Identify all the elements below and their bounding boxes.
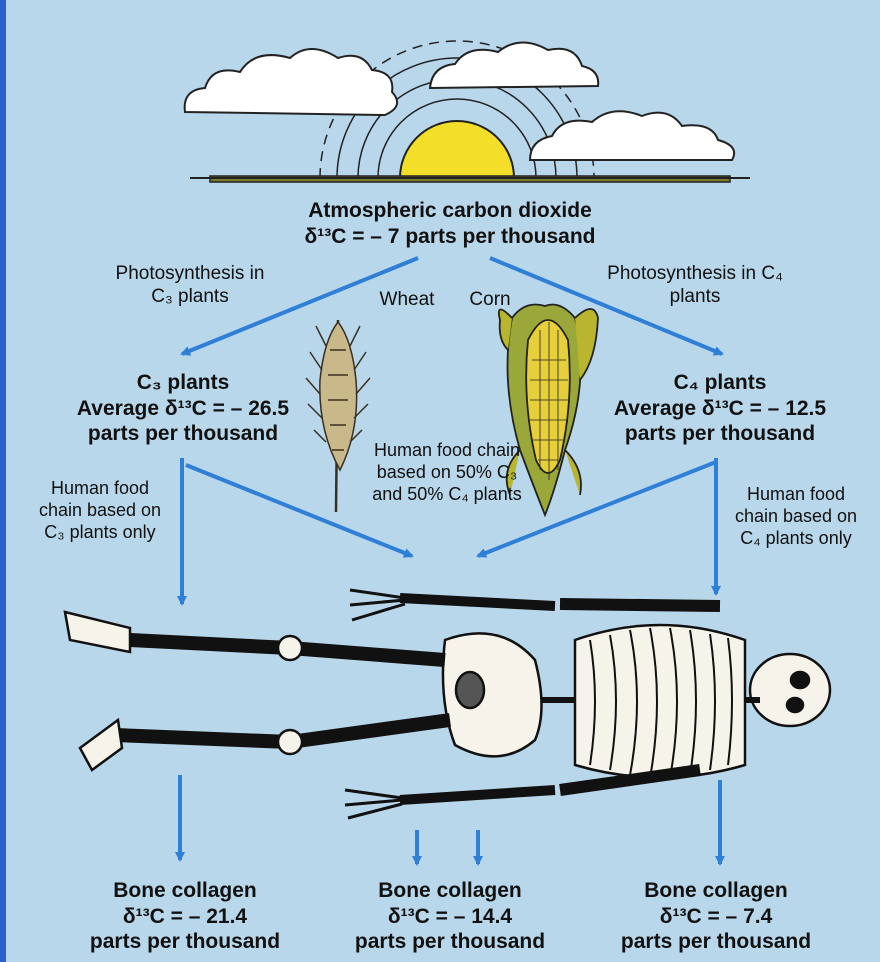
collagen-c3-unit: parts per thousand xyxy=(65,929,305,955)
horizon-ground xyxy=(190,176,750,182)
photosynthesis-c4-label: Photosynthesis in C₄ plants xyxy=(600,262,790,308)
collagen-c3-value: δ¹³C = – 21.4 xyxy=(65,904,305,930)
sunset-illustration xyxy=(185,41,750,182)
collagen-mixed-title: Bone collagen xyxy=(330,878,570,904)
c3-plants-title: C₃ plants xyxy=(48,370,318,396)
c4-plants-average: Average δ¹³C = – 12.5 xyxy=(585,396,855,422)
border-rule xyxy=(0,0,6,962)
food-chain-c3-label: Human food chain based on C₃ plants only xyxy=(30,478,170,544)
c3-plants-unit: parts per thousand xyxy=(48,421,318,447)
collagen-c3-block: Bone collagen δ¹³C = – 21.4 parts per th… xyxy=(65,878,305,955)
atmosphere-value: δ¹³C = – 7 parts per thousand xyxy=(250,224,650,250)
collagen-mixed-value: δ¹³C = – 14.4 xyxy=(330,904,570,930)
photosynthesis-c3-label: Photosynthesis in C₃ plants xyxy=(110,262,270,308)
collagen-mixed-unit: parts per thousand xyxy=(330,929,570,955)
corn-label: Corn xyxy=(460,288,520,311)
c4-plants-title: C₄ plants xyxy=(585,370,855,396)
c4-plants-unit: parts per thousand xyxy=(585,421,855,447)
sun xyxy=(400,121,514,178)
c4-plants-block: C₄ plants Average δ¹³C = – 12.5 parts pe… xyxy=(585,370,855,447)
collagen-c4-title: Bone collagen xyxy=(596,878,836,904)
atmosphere-title: Atmospheric carbon dioxide xyxy=(250,198,650,224)
c3-plants-block: C₃ plants Average δ¹³C = – 26.5 parts pe… xyxy=(48,370,318,447)
c3-plants-average: Average δ¹³C = – 26.5 xyxy=(48,396,318,422)
collagen-c4-unit: parts per thousand xyxy=(596,929,836,955)
atmosphere-label: Atmospheric carbon dioxide δ¹³C = – 7 pa… xyxy=(250,198,650,249)
collagen-c3-title: Bone collagen xyxy=(65,878,305,904)
food-chain-c4-label: Human food chain based on C₄ plants only xyxy=(726,484,866,550)
food-chain-mixed-label: Human food chain based on 50% C₃ and 50%… xyxy=(372,440,522,506)
wheat-label: Wheat xyxy=(372,288,442,311)
collagen-c4-value: δ¹³C = – 7.4 xyxy=(596,904,836,930)
collagen-mixed-block: Bone collagen δ¹³C = – 14.4 parts per th… xyxy=(330,878,570,955)
collagen-c4-block: Bone collagen δ¹³C = – 7.4 parts per tho… xyxy=(596,878,836,955)
